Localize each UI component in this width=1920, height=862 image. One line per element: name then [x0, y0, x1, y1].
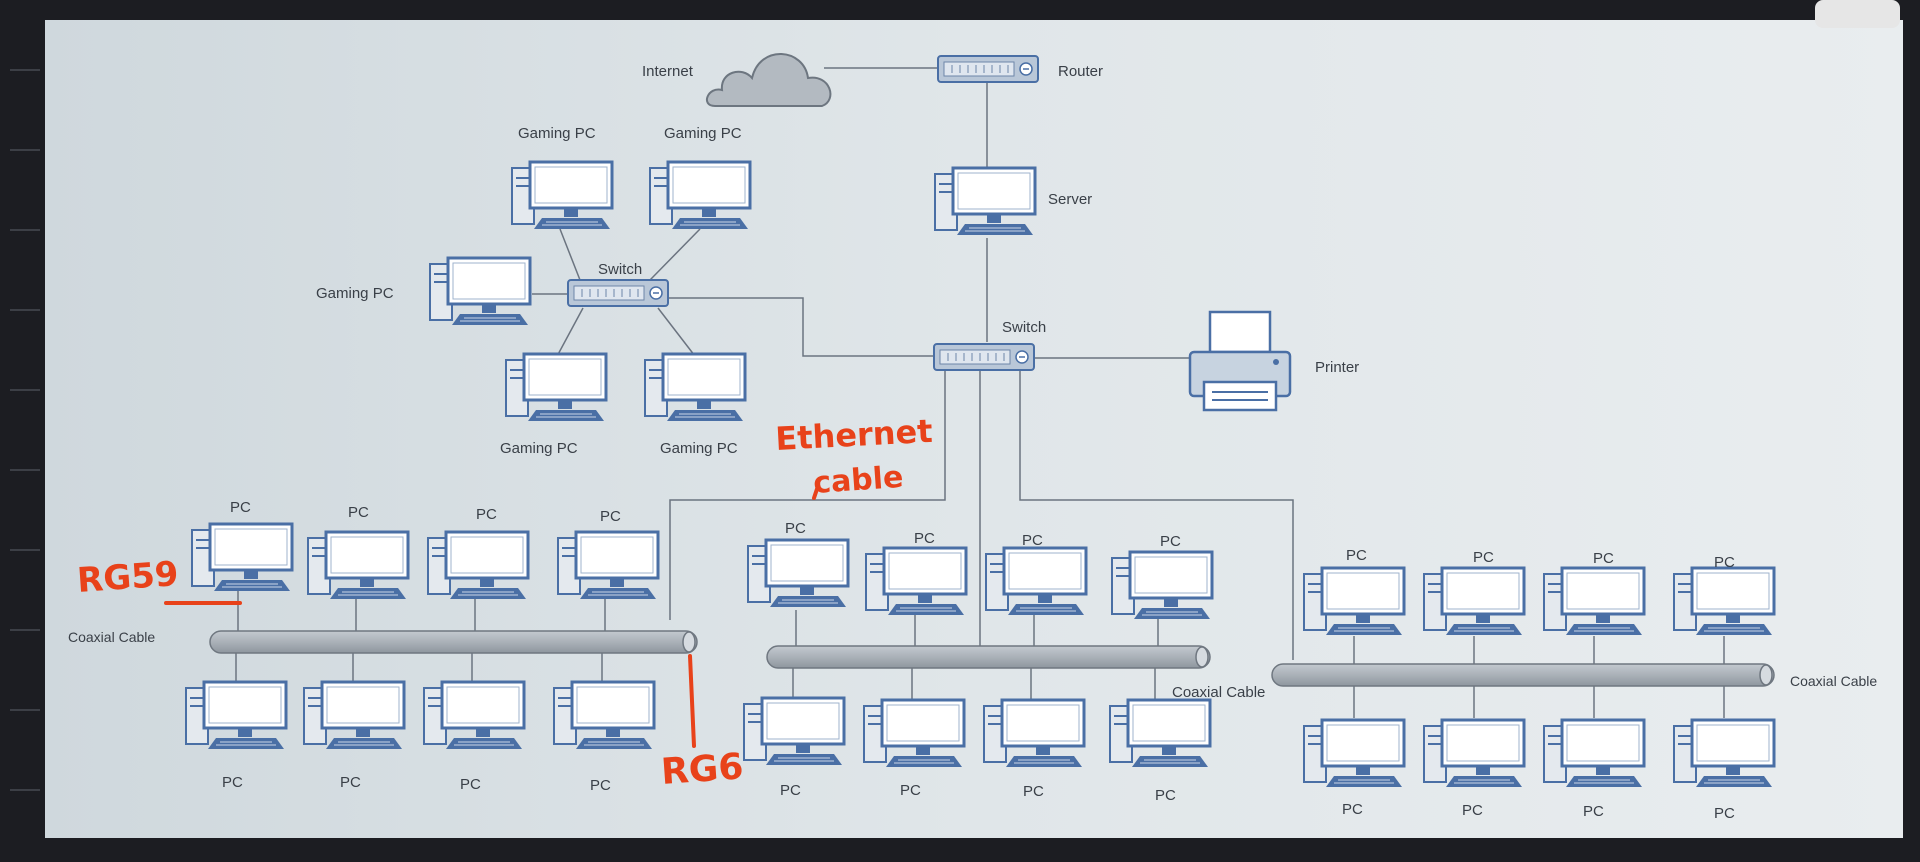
- coaxial-cable-label: Coaxial Cable: [1172, 684, 1265, 701]
- gaming-pc-label: Gaming PC: [660, 440, 738, 457]
- pc-label: PC: [476, 506, 497, 523]
- pc-label: PC: [1583, 803, 1604, 820]
- rg6-arrow-line: [688, 654, 696, 748]
- ethernet-comma-mark: [812, 484, 820, 500]
- gaming-pc-icon: [510, 160, 614, 231]
- gaming-switch-label: Switch: [598, 261, 642, 278]
- coaxial-cable-label: Coaxial Cable: [1790, 673, 1877, 689]
- coaxial-bus-3: [1271, 663, 1775, 687]
- gaming-pc-label: Gaming PC: [316, 285, 394, 302]
- pc-icon: [1542, 566, 1646, 637]
- pc-icon: [1302, 566, 1406, 637]
- gaming-pc-icon: [504, 352, 608, 423]
- pc-icon: [862, 698, 966, 769]
- internet-label: Internet: [642, 63, 694, 80]
- pc-label: PC: [900, 782, 921, 799]
- pc-icon: [1108, 698, 1212, 769]
- pc-label: PC: [1155, 787, 1176, 804]
- pc-group-1: PC PC PC PC PC PC PC PC Coaxial Cable: [68, 499, 660, 794]
- server-icon: [933, 166, 1037, 237]
- router-icon: [937, 55, 1039, 83]
- pc-icon: [1422, 566, 1526, 637]
- pc-icon: [1110, 550, 1214, 621]
- pc-label: PC: [348, 504, 369, 521]
- bezel-left-ticks: [10, 69, 40, 791]
- pc-label: PC: [1022, 532, 1043, 549]
- ethernet-annotation-cable: cable: [812, 460, 904, 501]
- connection-lines: [235, 67, 1725, 718]
- pc-label: PC: [230, 499, 251, 516]
- pc-icon: [864, 546, 968, 617]
- handwritten-annotations: RG59 Ethernet cable RG6: [76, 412, 934, 793]
- pc-icon: [190, 522, 294, 593]
- gaming-pc-icon: [643, 352, 747, 423]
- pc-label: PC: [785, 520, 806, 537]
- pc-label: PC: [1714, 805, 1735, 822]
- pc-label: PC: [1714, 554, 1735, 571]
- gaming-pc-icon: [428, 256, 532, 327]
- pc-icon: [1302, 718, 1406, 789]
- pc-icon: [556, 530, 660, 601]
- pc-icon: [746, 538, 850, 609]
- pc-label: PC: [1593, 550, 1614, 567]
- printer-label: Printer: [1315, 359, 1359, 376]
- gaming-pc-icon: [648, 160, 752, 231]
- printer-icon: [1188, 310, 1292, 412]
- coaxial-bus-1: [209, 630, 698, 654]
- pc-label: PC: [914, 530, 935, 547]
- pc-group-3: PC PC PC PC PC PC PC PC Coaxial Cable: [1302, 547, 1877, 822]
- pc-label: PC: [1342, 801, 1363, 818]
- pc-icon: [982, 698, 1086, 769]
- server-label: Server: [1048, 191, 1092, 208]
- main-switch-icon: [933, 343, 1035, 371]
- pc-icon: [1542, 718, 1646, 789]
- pc-label: PC: [1462, 802, 1483, 819]
- rg6-annotation: RG6: [660, 746, 745, 793]
- pc-label: PC: [780, 782, 801, 799]
- coaxial-cable-label: Coaxial Cable: [68, 629, 155, 645]
- pc-icon: [1672, 566, 1776, 637]
- main-switch-label: Switch: [1002, 319, 1046, 336]
- rg59-annotation: RG59: [76, 554, 180, 601]
- pc-label: PC: [590, 777, 611, 794]
- pc-label: PC: [460, 776, 481, 793]
- pc-label: PC: [340, 774, 361, 791]
- pc-icon: [426, 530, 530, 601]
- coaxial-bus-2: [766, 645, 1211, 669]
- pc-label: PC: [1160, 533, 1181, 550]
- pc-label: PC: [1473, 549, 1494, 566]
- pc-icon: [742, 696, 846, 767]
- pc-icon: [1422, 718, 1526, 789]
- gaming-pc-label: Gaming PC: [664, 125, 742, 142]
- pc-icon: [552, 680, 656, 751]
- pc-label: PC: [1023, 783, 1044, 800]
- router-label: Router: [1058, 63, 1103, 80]
- pc-group-2: PC PC PC PC PC PC PC PC Coaxial Cable: [742, 520, 1265, 804]
- pc-icon: [422, 680, 526, 751]
- gaming-pc-label: Gaming PC: [500, 440, 578, 457]
- ethernet-annotation: Ethernet: [774, 412, 933, 458]
- pc-icon: [306, 530, 410, 601]
- internet-cloud-icon: [705, 53, 832, 107]
- pc-label: PC: [600, 508, 621, 525]
- pc-icon: [984, 546, 1088, 617]
- pc-icon: [1672, 718, 1776, 789]
- pc-label: PC: [222, 774, 243, 791]
- gaming-pc-label: Gaming PC: [518, 125, 596, 142]
- pc-label: PC: [1346, 547, 1367, 564]
- gaming-switch-icon: [567, 279, 669, 307]
- pc-icon: [302, 680, 406, 751]
- pc-icon: [184, 680, 288, 751]
